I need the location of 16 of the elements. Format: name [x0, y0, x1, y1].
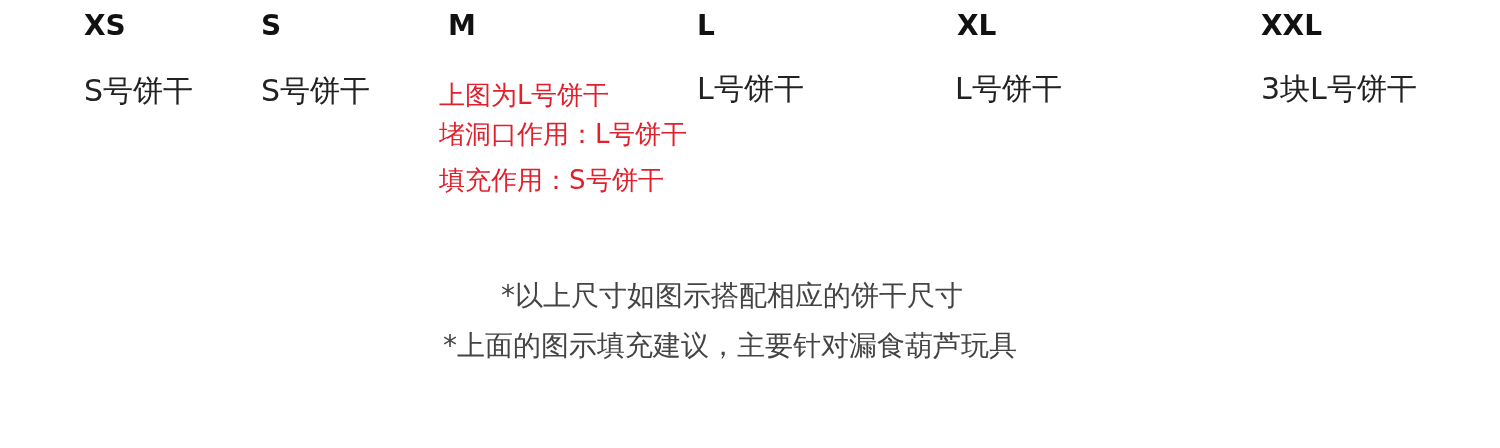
size-heading: XS	[84, 10, 126, 43]
note-text: 堵洞口作用：L号饼干	[439, 120, 688, 150]
biscuit-size-text: S号饼干	[261, 74, 371, 109]
footnote-text: *以上尺寸如图示搭配相应的饼干尺寸	[501, 280, 963, 313]
size-heading: M	[448, 10, 476, 43]
note-text: 上图为L号饼干	[439, 81, 610, 111]
size-heading: L	[697, 10, 715, 43]
biscuit-size-text: L号饼干	[955, 72, 1062, 107]
biscuit-size-text: S号饼干	[84, 74, 194, 109]
size-heading: S	[261, 10, 282, 43]
note-text: 填充作用：S号饼干	[439, 166, 664, 196]
size-heading: XXL	[1261, 10, 1323, 43]
biscuit-size-text: 3块L号饼干	[1261, 72, 1417, 107]
size-heading: XL	[957, 10, 997, 43]
biscuit-size-text: L号饼干	[697, 72, 804, 107]
footnote-text: *上面的图示填充建议，主要针对漏食葫芦玩具	[443, 330, 1017, 363]
